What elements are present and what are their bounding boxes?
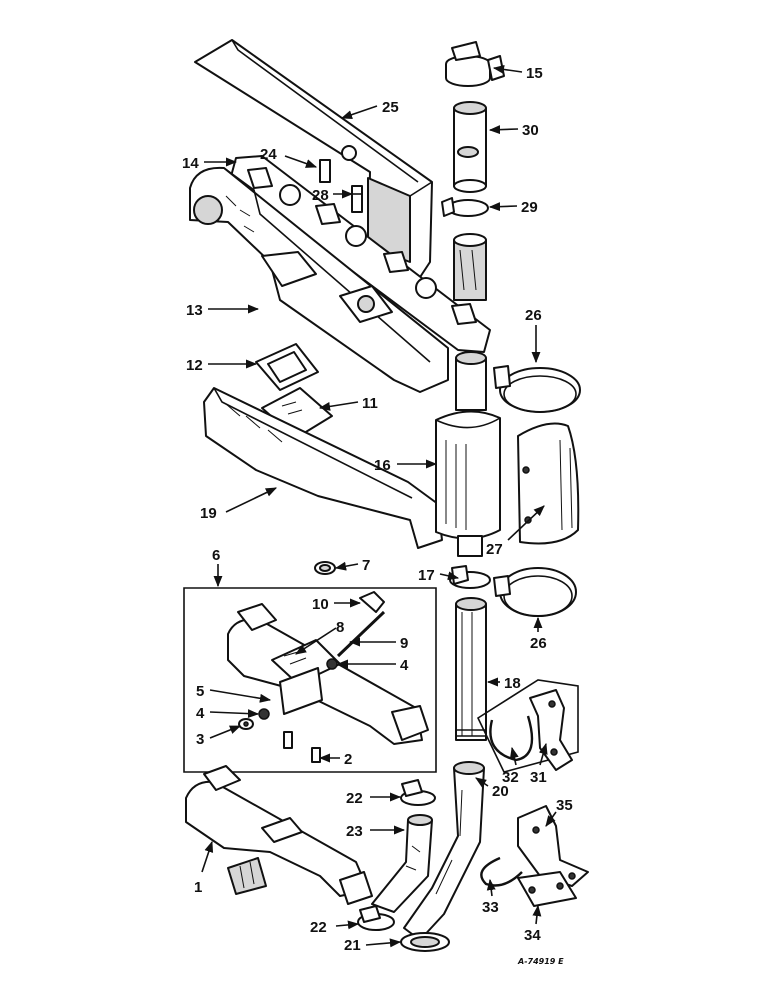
callout-8: 8 — [336, 619, 344, 636]
callout-35: 35 — [556, 797, 573, 814]
callout-28: 28 — [312, 187, 329, 204]
callout-4b: 4 — [196, 705, 205, 722]
callout-6: 6 — [212, 547, 220, 564]
part-u-bolt-32 — [489, 715, 534, 762]
callout-labels: 25 15 30 29 14 24 28 13 12 11 16 26 27 1… — [182, 65, 573, 954]
callout-32: 32 — [502, 769, 519, 786]
callout-23: 23 — [346, 823, 363, 840]
part-band-clamp-upper — [493, 365, 581, 413]
part-stud-24 — [319, 159, 331, 183]
callout-19: 19 — [200, 505, 217, 522]
part-muffler-guard — [517, 422, 580, 545]
callout-12: 12 — [186, 357, 203, 374]
part-u-bolt-33 — [480, 856, 523, 887]
part-manifold-gasket — [229, 155, 491, 353]
part-muffler — [435, 351, 501, 557]
part-flange-21 — [400, 932, 450, 952]
callout-22-lower: 22 — [310, 919, 327, 936]
part-elbow-23 — [371, 814, 433, 913]
callout-31: 31 — [530, 769, 547, 786]
callout-15: 15 — [526, 65, 543, 82]
callout-2: 2 — [344, 751, 352, 768]
callout-9: 9 — [400, 635, 408, 652]
part-exhaust-manifold — [189, 166, 449, 393]
part-nut-4a — [326, 658, 338, 670]
callout-29: 29 — [521, 199, 538, 216]
part-upper-pipe — [453, 233, 487, 301]
callout-5: 5 — [196, 683, 204, 700]
leader-lines — [201, 64, 557, 948]
part-bracket-31 — [529, 689, 573, 771]
callout-24: 24 — [260, 146, 277, 163]
group-box-6 — [183, 587, 437, 773]
part-bracket-35 — [517, 805, 589, 887]
part-lever-10 — [359, 591, 385, 613]
figure-reference-code: A-74919 E — [517, 957, 564, 966]
group-box-31 — [476, 679, 579, 773]
callout-33: 33 — [482, 899, 499, 916]
part-manifold-assembly — [227, 603, 429, 745]
callout-14: 14 — [182, 155, 199, 172]
callout-13: 13 — [186, 302, 203, 319]
part-pipe-coupling-30 — [453, 101, 487, 193]
callout-4a: 4 — [400, 657, 409, 674]
part-clamp-15 — [445, 41, 505, 87]
part-manifold-lower — [185, 765, 373, 905]
callout-26-upper: 26 — [525, 307, 542, 324]
callout-17: 17 — [418, 567, 435, 584]
callout-1: 1 — [194, 879, 202, 896]
part-small-gasket — [255, 343, 319, 391]
callout-27: 27 — [486, 541, 503, 558]
part-ring-7 — [314, 561, 336, 575]
part-nut-4b — [258, 708, 270, 720]
part-bolt-9 — [336, 610, 386, 658]
callout-22-upper: 22 — [346, 790, 363, 807]
callout-18: 18 — [504, 675, 521, 692]
callout-7: 7 — [362, 557, 370, 574]
part-washer-3 — [238, 718, 254, 730]
part-heat-shield-lower — [203, 387, 443, 549]
part-stud-2 — [283, 731, 321, 763]
callout-26-lower: 26 — [530, 635, 547, 652]
callout-3: 3 — [196, 731, 204, 748]
callout-30: 30 — [522, 122, 539, 139]
part-band-clamp-lower — [493, 567, 577, 617]
callout-11: 11 — [362, 395, 378, 412]
callout-34: 34 — [524, 927, 541, 944]
part-clamp-22-upper — [400, 779, 436, 806]
part-plate-34 — [517, 871, 577, 907]
callout-10: 10 — [312, 596, 329, 613]
part-clamp-29 — [441, 197, 489, 217]
callout-21: 21 — [344, 937, 361, 954]
part-pipe-18 — [455, 597, 487, 741]
part-clamp-22-lower — [357, 905, 395, 931]
callout-16: 16 — [374, 457, 391, 474]
callout-20: 20 — [492, 783, 509, 800]
callout-25: 25 — [382, 99, 399, 116]
part-stud-28 — [351, 185, 363, 213]
